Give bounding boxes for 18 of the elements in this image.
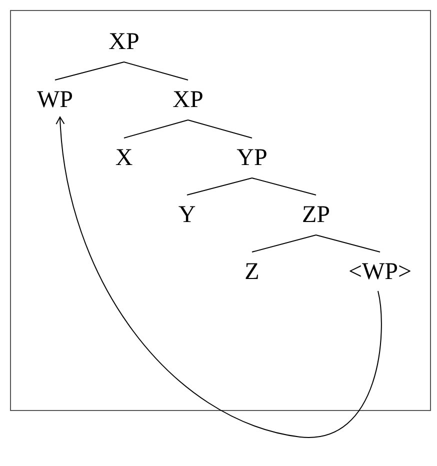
tree-branch bbox=[252, 178, 316, 196]
node-label: Y bbox=[178, 202, 196, 228]
movement-arrow bbox=[56, 116, 382, 438]
node-label: Z bbox=[244, 259, 260, 285]
tree-branch bbox=[186, 178, 252, 196]
tree-branch bbox=[188, 120, 252, 138]
tree-branch bbox=[252, 234, 316, 252]
node-label: XP bbox=[108, 29, 140, 55]
tree-branch bbox=[124, 120, 188, 138]
tree-branch bbox=[316, 234, 380, 252]
node-label: <WP> bbox=[348, 259, 412, 285]
tree-branch bbox=[54, 62, 124, 80]
node-label: WP bbox=[37, 87, 73, 113]
node-label: YP bbox=[236, 145, 268, 171]
node-label: XP bbox=[172, 87, 204, 113]
tree-branch bbox=[124, 62, 188, 80]
node-label: ZP bbox=[302, 202, 330, 228]
node-label: X bbox=[115, 145, 133, 171]
